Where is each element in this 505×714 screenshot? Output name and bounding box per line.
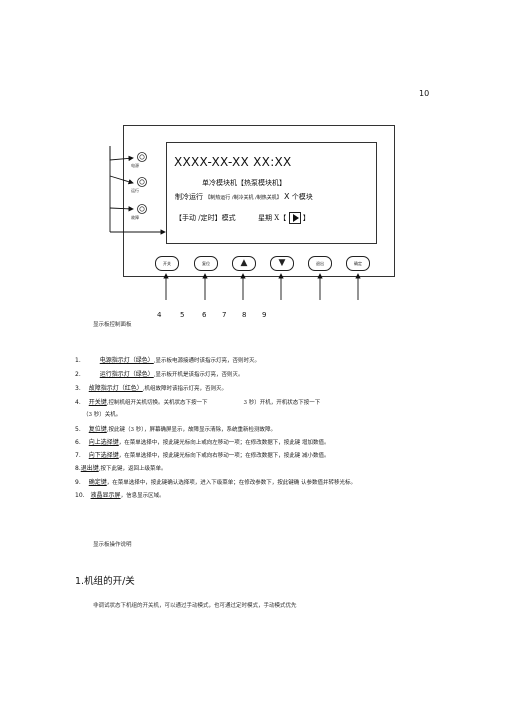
down-button[interactable]: ▼ [270, 256, 294, 271]
indicator-label-run: 运行 [131, 188, 139, 193]
section-heading: 1.机组的开/关 [75, 576, 135, 587]
callout-number-4: 4 [157, 311, 162, 319]
control-panel-frame [123, 125, 395, 277]
list-item: 5.复位键,按此键（3 秒），屏幕确屏显示，故障显示清除，系统重新检测故障。 [75, 426, 276, 433]
fault-indicator-icon [137, 204, 147, 214]
up-button[interactable]: ▲ [232, 256, 256, 271]
list-item: 7.向下选择键，在菜单选择中，按此键光标向下或向右移动一项；在修改数据下，按此键… [75, 452, 330, 459]
callout-number-5: 5 [180, 311, 185, 319]
lcd-unit-type: 单冷模块机【热泵模块机】 [202, 179, 286, 187]
lcd-run-status: 制冷运行 【制热运行 /制冷关机 /制热关机】 X 个模块 [175, 192, 313, 202]
lcd-module-count: X [284, 192, 290, 201]
lcd-mode: 【手动 /定时】模式 [175, 214, 236, 222]
callout-arrows [109, 146, 361, 300]
list-item: 3.故障指示灯（红色）,机组故障时该指示灯亮，否则灭。 [75, 385, 227, 392]
lcd-screen [166, 142, 377, 244]
section-body: 非调试状态下机组的开关机，可以通过手动模式，也可通过定时模式，手动模式优先 [93, 603, 297, 609]
lcd-bracket-close: 】 [302, 214, 310, 222]
run-indicator-icon [137, 177, 147, 187]
callout-number-6: 6 [202, 311, 207, 319]
power-indicator-icon [137, 152, 147, 162]
callout-number-7: 7 [222, 311, 227, 319]
list-item: 9.确定键，在菜单选择中，按此键确认选择项，进入下级菜单；在修改参数下，按此键确… [75, 479, 357, 486]
indicator-label-power: 电源 [131, 163, 139, 168]
list-item: 6.向上选择键，在菜单选择中，按此键光标向上或向左移动一项；在修改数据下，按此键… [75, 439, 330, 446]
lcd-run-mode-options: 【制热运行 /制冷关机 /制热关机】 [205, 195, 282, 201]
lcd-mode-line: 【手动 /定时】模式 星期 X【 】 [175, 212, 310, 224]
list-item: 8.退出键,按下此键，返回上级菜单。 [75, 465, 167, 472]
callout-number-8: 8 [242, 311, 247, 319]
page-number: 10 [419, 89, 430, 98]
lcd-weekday: 星期 X【 [258, 214, 287, 222]
operation-caption: 显示板操作说明 [93, 542, 132, 548]
indicator-label-fault: 故障 [131, 215, 139, 220]
lcd-module-label: 个模块 [291, 193, 313, 201]
list-item-continuation: （3 秒）关机。 [83, 412, 122, 418]
list-item: 1.电源指示灯（绿色）,显示板电源接通时该指示灯亮，否则时灭。 [75, 357, 260, 364]
list-item: 10.液晶显示屏，信息显示区域。 [75, 492, 165, 499]
reset-button[interactable]: 复位 [194, 256, 218, 271]
callout-number-9: 9 [262, 311, 267, 319]
exit-button[interactable]: 退出 [308, 256, 332, 271]
play-icon [288, 212, 301, 224]
power-button[interactable]: 开关 [155, 256, 179, 271]
lcd-run-mode: 制冷运行 [175, 193, 203, 201]
lcd-datetime: XXXX-XX-XX XX:XX [174, 155, 292, 169]
confirm-button[interactable]: 确定 [346, 256, 370, 271]
panel-caption: 显示板控制面板 [93, 322, 132, 328]
list-item: 2.运行指示灯（绿色）,显示板开机是该指示灯亮，否则灭。 [75, 371, 244, 378]
